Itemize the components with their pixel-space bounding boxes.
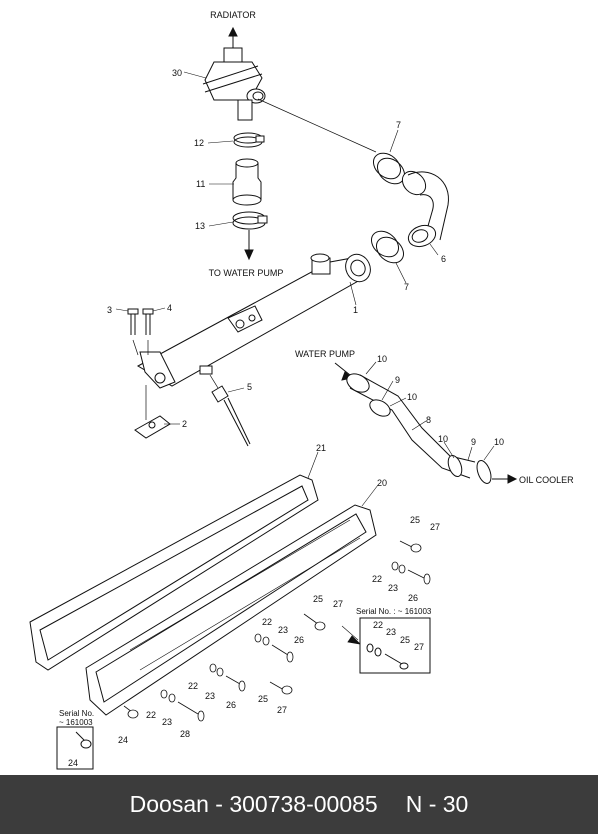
hose-clamp-13 [232, 211, 268, 261]
hose-clamp-7-upper [373, 152, 405, 185]
fastener-group [123, 540, 431, 722]
temperature-sensor-5 [209, 374, 251, 447]
callout-1: 1 [353, 305, 358, 315]
caption-radiator: RADIATOR [210, 10, 256, 20]
caption-serial-right: Serial No. : ~ 161003 [356, 607, 432, 616]
hose-clamp-7-lower [371, 230, 404, 264]
oil-cooler-cover-20 [85, 504, 377, 716]
callout-7-lower: 7 [404, 282, 409, 292]
callout-21: 21 [316, 443, 326, 453]
callout-24-b: 24 [68, 758, 78, 768]
callout-22-e: 22 [146, 710, 156, 720]
callout-27-b: 27 [333, 599, 343, 609]
bolt-4 [142, 308, 154, 355]
callout-26-c: 26 [226, 700, 236, 710]
callout-27-d: 27 [277, 705, 287, 715]
callout-10-d: 10 [494, 437, 504, 447]
callout-27-c: 27 [414, 642, 424, 652]
callout-9-a: 9 [395, 375, 400, 385]
callout-25-d: 25 [258, 694, 268, 704]
callout-25-b: 25 [313, 594, 323, 604]
caption-oil-cooler: OIL COOLER [519, 475, 574, 485]
caption-to-water-pump: TO WATER PUMP [209, 268, 284, 278]
callout-30: 30 [172, 68, 182, 78]
callout-22-c: 22 [262, 617, 272, 627]
elbow-hose-6 [401, 170, 449, 248]
footer-page-number: N - 30 [405, 791, 469, 817]
callout-7-upper: 7 [396, 120, 401, 130]
footer-bar: Doosan - 300738-00085 N - 30 [0, 775, 598, 834]
callout-12: 12 [194, 138, 204, 148]
callout-23-e: 23 [162, 717, 172, 727]
callout-23-a: 23 [388, 583, 398, 593]
caption-water-pump: WATER PUMP [295, 349, 355, 359]
callout-26-b: 26 [294, 635, 304, 645]
hose-clamp-12 [233, 132, 265, 148]
caption-serial-left-2: ~ 161003 [59, 718, 93, 727]
callout-10-c: 10 [438, 434, 448, 444]
bracket-2 [134, 385, 171, 439]
callout-8: 8 [426, 415, 431, 425]
hose-11 [232, 158, 262, 206]
callout-10-b: 10 [407, 392, 417, 402]
callout-13: 13 [195, 221, 205, 231]
footer-part-number: Doosan - 300738-00085 [129, 791, 378, 817]
callout-20: 20 [377, 478, 387, 488]
callout-10-a: 10 [377, 354, 387, 364]
callout-22-b: 22 [373, 620, 383, 630]
water-pump-hose-8 [334, 362, 518, 484]
callout-26-a: 26 [408, 593, 418, 603]
bolt-3 [127, 308, 139, 356]
water-pipe-1 [136, 253, 371, 389]
callout-23-d: 23 [205, 691, 215, 701]
callout-22-a: 22 [372, 574, 382, 584]
callout-25-c: 25 [400, 635, 410, 645]
gasket-21 [29, 474, 319, 671]
parts-diagram: RADIATOR TO WATER PUMP WATER PUMP OIL CO… [29, 10, 575, 770]
callout-2: 2 [182, 419, 187, 429]
callout-3: 3 [107, 305, 112, 315]
callout-22-d: 22 [188, 681, 198, 691]
callout-23-b: 23 [386, 627, 396, 637]
thermostat-housing [202, 26, 377, 153]
callout-9-b: 9 [471, 437, 476, 447]
caption-serial-left-1: Serial No. [59, 709, 94, 718]
callout-23-c: 23 [278, 625, 288, 635]
callout-11: 11 [196, 179, 205, 189]
callout-25-a: 25 [410, 515, 420, 525]
callout-5: 5 [247, 382, 252, 392]
callout-28: 28 [180, 729, 190, 739]
callout-27-a: 27 [430, 522, 440, 532]
callout-24-a: 24 [118, 735, 128, 745]
callout-6: 6 [441, 254, 446, 264]
callout-4: 4 [167, 303, 172, 313]
